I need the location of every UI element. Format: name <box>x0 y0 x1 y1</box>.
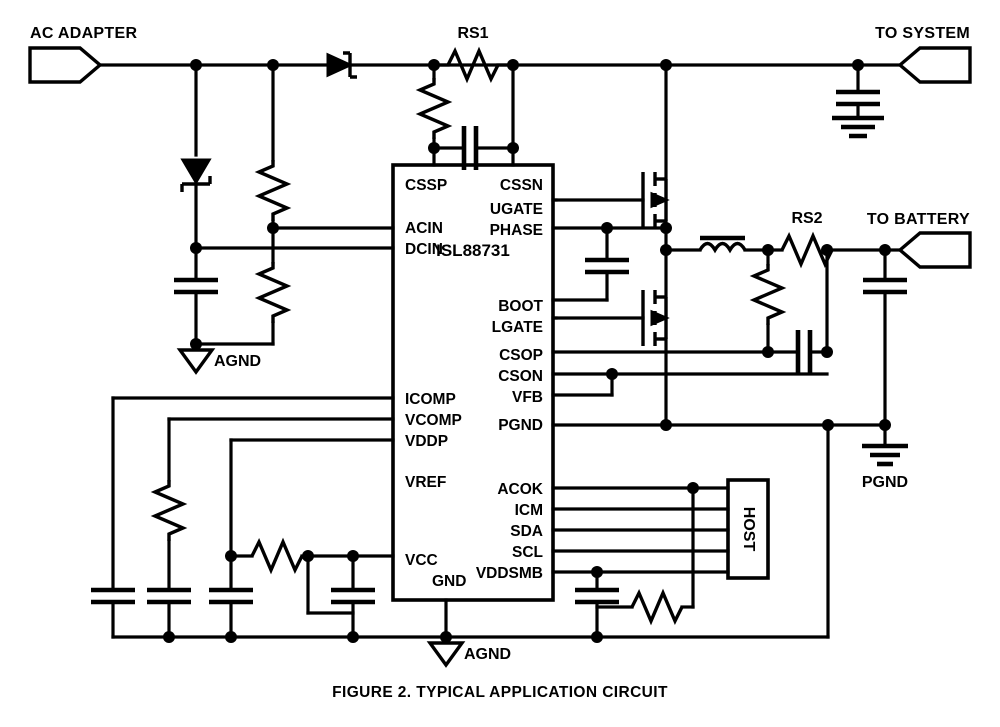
pin-label-vcomp: VCOMP <box>405 412 462 429</box>
pin-label-acin: ACIN <box>405 220 443 237</box>
pin-label-pgnd: PGND <box>498 417 543 434</box>
input-series-diode-body <box>326 52 354 78</box>
acin-divider-resistor-lower <box>254 262 292 323</box>
pin-label-dcin: DCIN <box>405 241 443 258</box>
host-block-label: HOST <box>740 507 757 552</box>
pin-label-cson: CSON <box>498 368 543 385</box>
pin-label-phase: PHASE <box>490 222 543 239</box>
rs1-sense-resistor <box>446 46 500 84</box>
pin-label-vcc: VCC <box>405 552 438 569</box>
pin-label-vfb: VFB <box>512 389 543 406</box>
acin-divider-resistor-upper <box>254 160 292 221</box>
lowside-fet-body-diode <box>650 309 670 327</box>
agnd-symbol-left <box>176 348 216 375</box>
agnd-symbol-bottom <box>426 641 466 668</box>
tvs-diode-body <box>180 158 212 185</box>
cssp-filter-resistor <box>415 78 453 139</box>
ac-adapter-connector <box>28 46 103 84</box>
node-junction <box>660 419 672 431</box>
pin-label-vref: VREF <box>405 474 446 491</box>
to-battery-connector <box>897 231 972 269</box>
pin-label-scl: SCL <box>512 544 543 561</box>
pin-label-lgate: LGATE <box>492 319 543 336</box>
pin-label-icm: ICM <box>515 502 543 519</box>
pin-label-ugate: UGATE <box>490 201 543 218</box>
to-system-label: TO SYSTEM <box>875 25 970 42</box>
ac-adapter-label: AC ADAPTER <box>30 25 137 42</box>
vcomp-compensation-resistor <box>150 480 188 541</box>
pin-label-vddp: VDDP <box>405 433 448 450</box>
ic-part-label: ISL88731 <box>436 241 510 260</box>
rs1-designator: RS1 <box>457 25 488 42</box>
pin-label-csop: CSOP <box>499 347 543 364</box>
agnd-label-bottom: AGND <box>464 646 511 663</box>
rs2-designator: RS2 <box>791 210 822 227</box>
to-battery-label: TO BATTERY <box>867 211 970 228</box>
host-block <box>726 478 770 580</box>
agnd-label-left: AGND <box>214 353 261 370</box>
ic-body <box>391 163 555 602</box>
pin-label-acok: ACOK <box>497 481 543 498</box>
pin-label-cssn: CSSN <box>500 177 543 194</box>
pin-label-gnd: GND <box>432 573 466 590</box>
node-junction <box>821 244 833 256</box>
input-series-diode-schottky-hooks <box>343 51 357 79</box>
output-inductor-coils <box>698 241 747 254</box>
pin-label-sda: SDA <box>510 523 543 540</box>
figure-caption: FIGURE 2. TYPICAL APPLICATION CIRCUIT <box>332 684 668 701</box>
acok-pullup-resistor <box>630 588 684 626</box>
pgnd-label: PGND <box>862 474 908 491</box>
pin-label-vddsmb: VDDSMB <box>476 565 543 582</box>
csop-filter-resistor <box>749 264 787 325</box>
to-system-connector <box>897 46 972 84</box>
tvs-diode-schottky-hooks <box>180 176 212 192</box>
highside-fet-body-diode <box>650 191 670 209</box>
pin-label-icomp: ICOMP <box>405 391 456 408</box>
pin-label-boot: BOOT <box>498 298 543 315</box>
pin-label-cssp: CSSP <box>405 177 447 194</box>
vcc-series-resistor <box>250 537 304 575</box>
